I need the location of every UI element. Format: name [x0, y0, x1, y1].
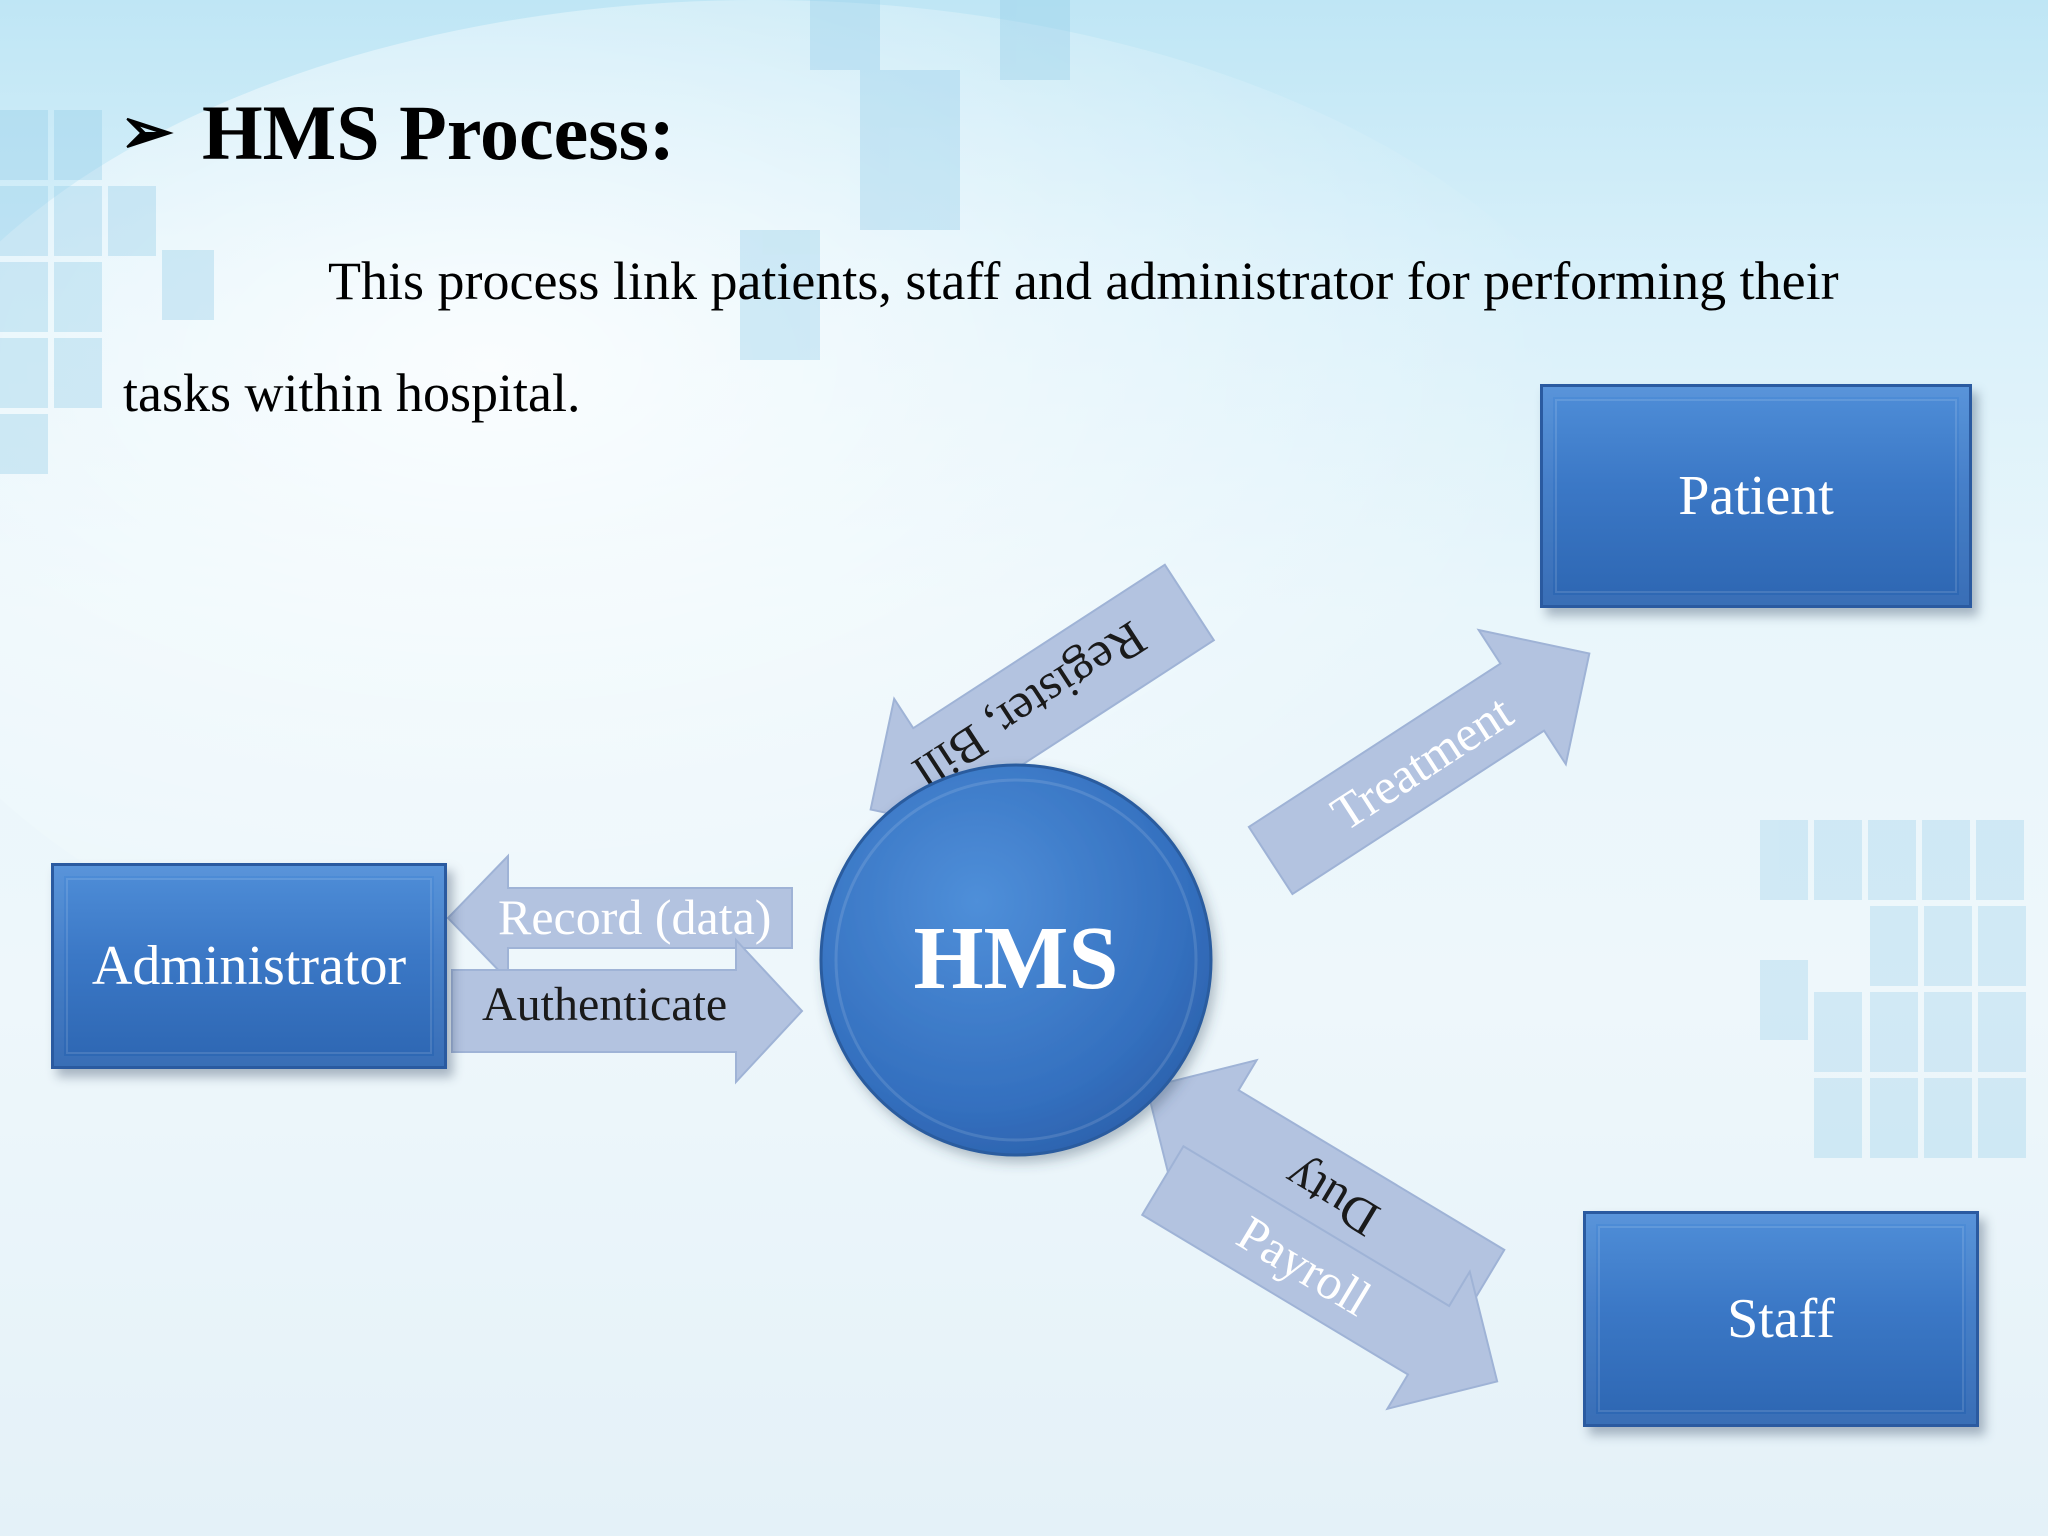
slide-title: ➢ HMS Process: [120, 88, 675, 178]
hms-node [819, 763, 1213, 1157]
administrator-node-label: Administrator [91, 935, 407, 997]
patient-node-label: Patient [1678, 465, 1834, 527]
slide-title-text: HMS Process: [202, 89, 675, 176]
hms-node-label: HMS [913, 909, 1118, 1008]
administrator-node: Administrator [51, 863, 447, 1069]
admin-authenticate-arrow: Authenticate [451, 937, 804, 1085]
arrow-bullet-icon: ➢ [120, 96, 174, 167]
patient-treatment-arrow: Treatment [1247, 628, 1591, 896]
admin-authenticate-label: Authenticate [482, 978, 727, 1031]
staff-node-label: Staff [1727, 1288, 1835, 1350]
staff-node: Staff [1583, 1211, 1979, 1427]
description-line-2: tasks within hospital. [123, 363, 581, 423]
patient-node: Patient [1540, 384, 1972, 608]
description-line-1: This process link patients, staff and ad… [328, 251, 1839, 311]
admin-record-label: Record (data) [498, 889, 771, 945]
